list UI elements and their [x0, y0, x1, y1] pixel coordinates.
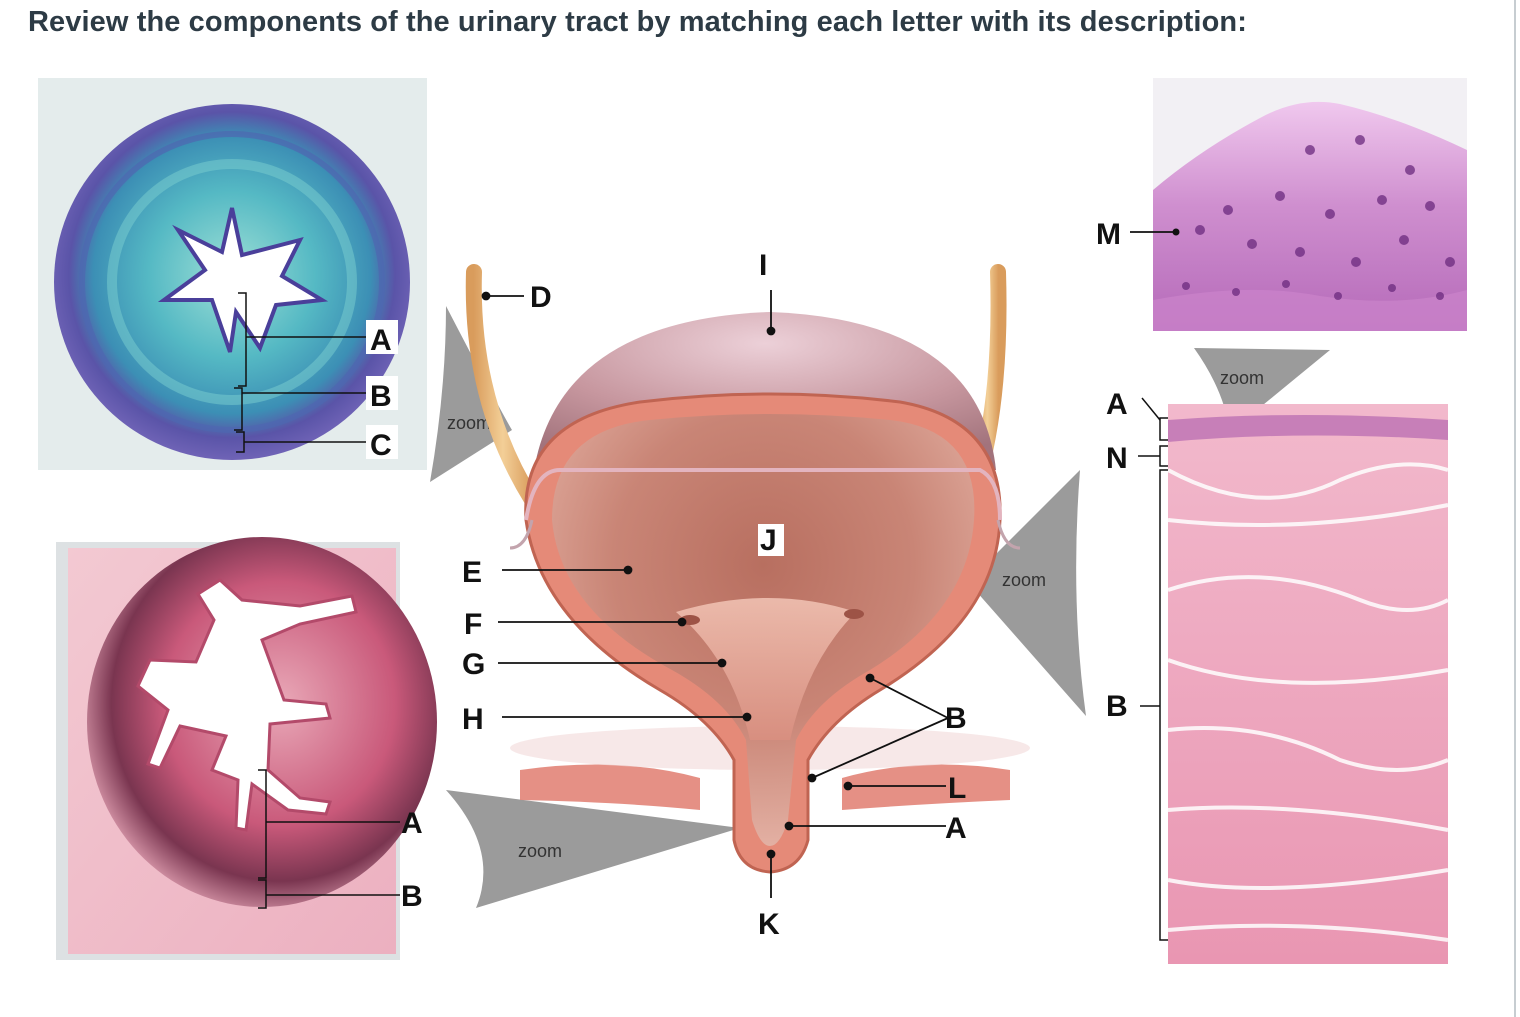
bladder-leader-lines	[481, 290, 949, 898]
zoom-label-urethra: zoom	[518, 841, 562, 861]
label-d: D	[530, 281, 552, 314]
label-j: J	[760, 524, 777, 557]
ureter-label-b-bg	[366, 376, 398, 410]
epithelium-nuclei	[1182, 135, 1455, 300]
label-m: M	[1096, 218, 1121, 251]
ureter-micrograph	[38, 78, 427, 470]
urethra-layer-brackets	[258, 769, 400, 909]
scrollbar-edge	[1514, 0, 1516, 1017]
ureter-layer-brackets	[234, 292, 368, 453]
label-l: L	[948, 772, 966, 805]
label-g: G	[462, 648, 485, 681]
zoom-label-bladder-wall: zoom	[1002, 570, 1046, 590]
ureter-label-a-bg	[366, 320, 398, 354]
urethra-label-a: A	[401, 807, 423, 840]
urethra-label-b: B	[401, 880, 423, 913]
zoom-callout-ureter: zoom	[430, 306, 512, 482]
bladder-wall-connective-streaks	[1167, 462, 1449, 942]
label-i: I	[759, 249, 767, 282]
label-k: K	[758, 908, 780, 941]
wall-label-n: N	[1106, 442, 1128, 475]
label-h: H	[462, 703, 484, 736]
question-prompt: Review the components of the urinary tra…	[28, 6, 1247, 38]
bladder-illustration	[465, 264, 1030, 874]
label-bladder-a: A	[945, 812, 967, 845]
ureter-label-c-bg	[366, 425, 398, 459]
wall-label-a: A	[1106, 388, 1128, 421]
label-j-bg	[758, 524, 784, 556]
urethra-micrograph	[56, 537, 437, 960]
bladder-wall-brackets	[1138, 397, 1168, 941]
zoom-label-ureter: zoom	[447, 413, 491, 433]
ureter-label-a: A	[370, 324, 392, 357]
ureter-label-b: B	[370, 380, 392, 413]
zoom-label-epithelium: zoom	[1220, 368, 1264, 388]
transitional-epithelium-micrograph	[1153, 78, 1467, 331]
ureter-label-c: C	[370, 429, 392, 462]
label-f: F	[464, 608, 482, 641]
zoom-callout-urethra: zoom	[446, 790, 740, 908]
zoom-callout-bladder-wall: zoom	[968, 470, 1086, 716]
label-e: E	[462, 556, 482, 589]
leader-m-dot	[1172, 228, 1180, 236]
wall-label-b: B	[1106, 690, 1128, 723]
label-bladder-b: B	[945, 702, 967, 735]
